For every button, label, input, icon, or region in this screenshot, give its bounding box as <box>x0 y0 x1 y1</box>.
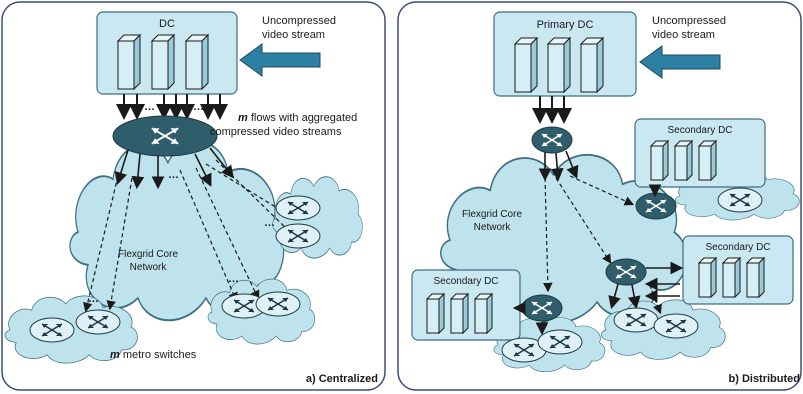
metro-switch <box>537 329 583 355</box>
core-network-label-line1: Flexgrid Core <box>462 209 522 220</box>
metro-switches-label: m metro switches <box>110 349 197 361</box>
flows-label-line2: compressed video streams <box>210 126 342 138</box>
core-switch <box>635 192 677 220</box>
primary-rack-1 <box>514 37 538 93</box>
core-switch <box>605 258 647 286</box>
primary-dc-label: Primary DC <box>537 19 594 31</box>
primary-rack-3 <box>580 37 604 93</box>
core-network-label-line2: Network <box>474 222 512 233</box>
dc-arrows-ellipsis-1: … <box>144 101 155 113</box>
secondary-rack <box>450 293 469 334</box>
lightpath-ellipsis-2: … <box>228 273 239 285</box>
metro-switch <box>613 307 659 333</box>
dc-to-switch-arrows <box>532 96 572 124</box>
dc-to-switch-arrows <box>116 94 228 120</box>
input-label-line2: video stream <box>262 29 325 41</box>
secondary-rack <box>674 140 693 181</box>
input-label-line2: video stream <box>652 29 715 41</box>
secondary-rack <box>722 257 741 298</box>
dc-rack-2 <box>151 34 175 90</box>
input-stream-arrow <box>639 45 721 79</box>
lightpaths <box>543 175 635 293</box>
switch-arrows-ellipsis: … <box>168 169 179 181</box>
core-switch <box>521 294 563 322</box>
dc-rack-3 <box>185 34 209 90</box>
lightpath-ellipsis-3: … <box>264 217 275 229</box>
secondary-rack <box>474 293 493 334</box>
panel-a-caption: a) Centralized <box>306 373 378 385</box>
lightpath-ellipsis-1: … <box>88 293 99 305</box>
secondary-rack <box>746 257 765 298</box>
metro-switch <box>29 317 75 343</box>
metro-switch <box>717 187 763 213</box>
secondary-rack <box>698 140 717 181</box>
panel-centralized: Flexgrid Core Network DC Uncompressed vi… <box>1 1 386 391</box>
dc-label: DC <box>159 18 175 30</box>
input-label-line1: Uncompressed <box>652 15 726 27</box>
switch-flow-arrows <box>538 150 579 182</box>
secondary-dc-label: Secondary DC <box>433 276 498 287</box>
secondary-dc-arrows <box>608 261 684 310</box>
metro-switch <box>255 291 301 317</box>
metro-switch <box>653 313 699 339</box>
secondary-rack <box>426 293 445 334</box>
primary-rack-2 <box>547 37 571 93</box>
dc-arrows-ellipsis-2: … <box>193 101 204 113</box>
panel-b-caption: b) Distributed <box>729 373 801 385</box>
metro-switch <box>75 309 121 335</box>
metro-switch <box>275 223 321 249</box>
core-switch <box>531 126 573 154</box>
core-network-label-line2: Network <box>130 262 168 273</box>
flows-label-line1: m flows with aggregated <box>238 112 357 124</box>
secondary-rack <box>650 140 669 181</box>
core-switch <box>112 115 218 157</box>
input-stream-arrow <box>239 43 321 77</box>
core-network-label-line1: Flexgrid Core <box>118 249 178 260</box>
secondary-dc-label: Secondary DC <box>705 242 770 253</box>
secondary-rack <box>698 257 717 298</box>
input-label-line1: Uncompressed <box>262 15 336 27</box>
metro-switch <box>275 195 321 221</box>
lightpaths-to-metro <box>83 159 294 313</box>
panel-distributed: Flexgrid Core Network Primary DC Uncompr… <box>397 1 802 391</box>
secondary-dc-label: Secondary DC <box>667 125 732 136</box>
dc-rack-1 <box>117 34 141 90</box>
